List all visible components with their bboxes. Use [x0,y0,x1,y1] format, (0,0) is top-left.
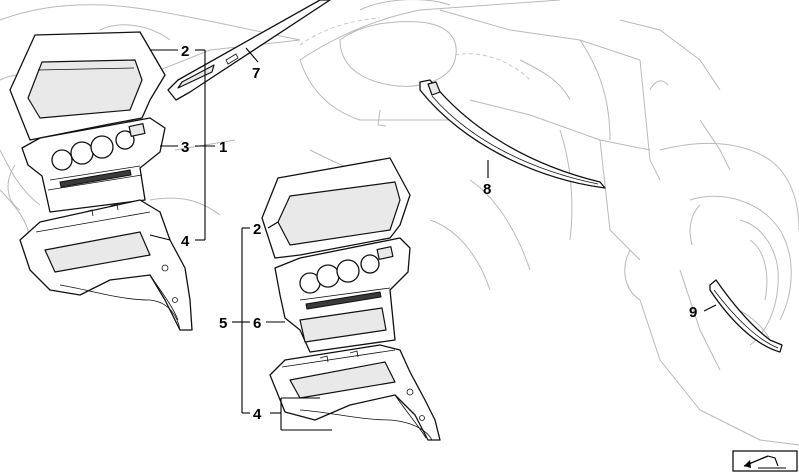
callout-2-mid: 2 [253,221,261,238]
part-3-control-panel [21,117,166,213]
callout-3: 3 [181,139,189,156]
part-2-upper-bezel-mid [261,157,411,259]
leader-lines [149,47,717,431]
callout-7: 7 [252,65,260,82]
callout-6: 6 [253,315,261,332]
callout-2-top: 2 [181,43,189,60]
part-9-rear-trim [709,279,783,353]
part-6-control-panel [274,237,411,353]
background-context [0,0,799,446]
callout-8: 8 [483,181,491,198]
callout-labels: 2 3 1 4 7 2 5 6 4 8 9 [181,43,697,423]
flip-arrow-icon [732,450,798,472]
part-7-trim-strip [167,0,331,101]
part-4-console-trim-upper [19,199,193,331]
callout-5: 5 [219,315,227,332]
callout-1: 1 [219,139,227,156]
part-8-door-trim [419,79,606,189]
callout-4-bottom: 4 [253,406,262,423]
callout-9: 9 [689,304,697,321]
part-4-console-trim-lower [269,344,441,441]
console-assembly-lower [261,157,441,441]
callout-4-top: 4 [181,233,190,250]
part-2-upper-bezel [9,31,166,141]
console-assembly-upper [9,0,331,331]
